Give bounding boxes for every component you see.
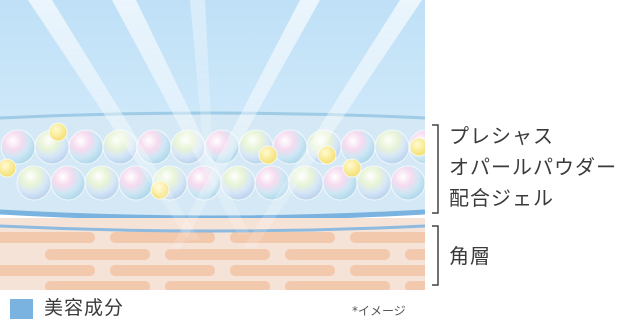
gold-particle [342,158,362,178]
corneum-cell [165,249,270,260]
gold-particle [258,145,278,165]
corneum-cell [45,281,150,290]
pearl-particle [50,165,86,201]
gel-label-line: オパールパウダー [449,155,617,179]
gel-label-line: プレシャス [449,124,554,148]
ingredient-line [0,209,425,221]
corneum-cell [405,281,425,290]
corneum-cell [110,265,215,276]
corneum-cell [165,281,270,290]
pearl-particle [16,165,52,201]
gold-particle [48,122,68,142]
pearl-particle [374,129,410,165]
corneum-cell [230,265,335,276]
corneum-cell [285,281,390,290]
pearl-particle [390,165,425,201]
gel-label-line: 配合ジェル [449,186,554,210]
corneum-cell [350,232,425,243]
gold-particle [0,158,17,178]
gold-particle [317,145,337,165]
pearl-particle [68,129,104,165]
gel-label: プレシャス オパールパウダー 配合ジェル [449,121,617,214]
stratum-bracket [432,225,439,286]
corneum-cell [350,265,425,276]
corneum-cells [0,232,425,290]
corneum-cell [110,232,215,243]
image-note: *イメージ [352,304,406,318]
corneum-cell [0,265,95,276]
pearl-particle [340,129,376,165]
corneum-cell [405,249,425,260]
gold-particle [409,137,425,157]
light-rays [28,0,422,250]
stratum-corneum-label: 角層 [449,244,491,268]
pearl-particle [84,165,120,201]
corneum-cell [285,249,390,260]
opal-powder-particles [0,122,425,201]
legend-swatch [10,299,33,319]
corneum-cell [45,249,150,260]
legend-label: 美容成分 [44,297,125,319]
gel-bracket [432,124,439,214]
corneum-cell [0,232,95,243]
pearl-particle [356,165,392,201]
